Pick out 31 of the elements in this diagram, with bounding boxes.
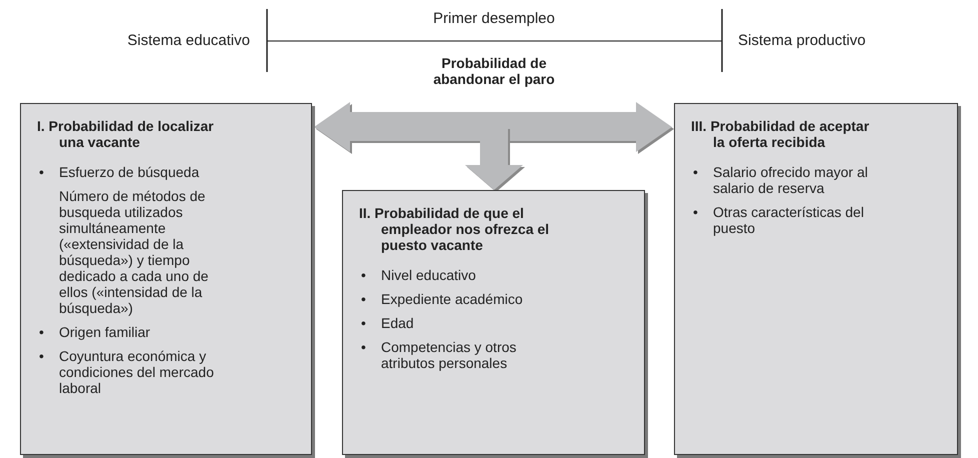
list-bullet: • [361, 315, 366, 331]
block-arrow [314, 102, 494, 152]
arrow-label: Probabilidad de abandonar el paro [432, 55, 556, 87]
box-heading: I. Probabilidad de localizar una vacante [37, 118, 215, 150]
axis-label: Primer desempleo [432, 10, 556, 27]
list-item-text: Coyuntura económica y condiciones del mercado laboral [59, 348, 214, 396]
list-bullet: • [693, 204, 698, 220]
factor-box [342, 190, 645, 455]
list-bullet: • [361, 267, 366, 283]
axis-label: Sistema productivo [738, 32, 867, 49]
block-arrow [494, 102, 672, 152]
list-item-text: Origen familiar [59, 324, 150, 340]
list-item-text: Otras características del puesto [713, 204, 864, 236]
list-bullet: • [39, 324, 44, 340]
box-heading: III. Probabilidad de aceptar la oferta recibida [691, 118, 870, 150]
box-heading: II. Probabilidad de que el empleador nos ofrezca el puesto vacante [359, 205, 550, 253]
list-item-text: Salario ofrecido mayor al salario de reserva [713, 164, 868, 196]
list-bullet: • [39, 348, 44, 364]
factor-box [674, 103, 958, 455]
list-item-text: Esfuerzo de búsqueda [59, 164, 200, 180]
list-bullet: • [39, 164, 44, 180]
list-bullet: • [361, 339, 366, 355]
factor-box [20, 103, 312, 455]
list-item-text: Número de métodos de busqueda utilizados simultáneamente («extensividad de la búsqueda») y tiempo dedicado a cada uno de ellos («intensidad de la búsqueda») [59, 188, 208, 316]
list-item-text: Competencias y otros atributos personales [381, 339, 516, 371]
list-item-text: Edad [381, 315, 414, 331]
list-item-text: Expediente académico [381, 291, 523, 307]
list-item-text: Nivel educativo [381, 267, 476, 283]
list-bullet: • [693, 164, 698, 180]
axis-label: Sistema educativo [126, 32, 250, 49]
list-bullet: • [361, 291, 366, 307]
